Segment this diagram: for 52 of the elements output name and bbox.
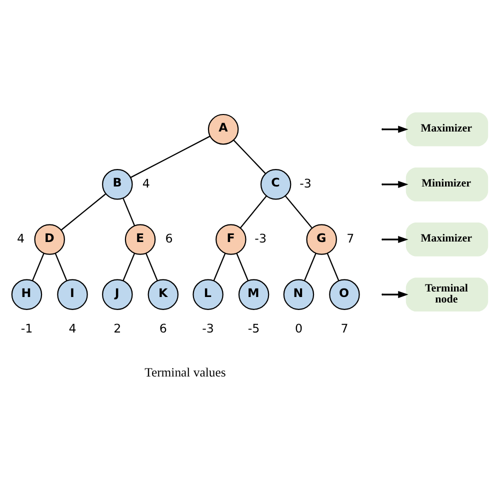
node-circle: K	[148, 279, 179, 310]
node-circle: E	[124, 224, 156, 255]
node-circle: M	[238, 279, 270, 310]
node-circle: A	[208, 114, 239, 145]
connector	[54, 253, 68, 282]
node-label: 2	[114, 321, 122, 336]
node-label: -3	[300, 176, 312, 191]
node-circle: C	[260, 169, 292, 200]
node-label: 4	[142, 176, 150, 191]
connector	[146, 253, 158, 282]
node-circle: L	[192, 279, 224, 310]
node-label: 4	[17, 232, 25, 246]
node-label: 7	[340, 321, 348, 336]
connector	[130, 136, 210, 178]
node-circle: N	[283, 279, 314, 310]
node-label: 7	[346, 232, 354, 246]
node-circle: J	[102, 279, 133, 310]
connector	[213, 253, 226, 282]
node-circle: H	[11, 279, 42, 310]
label: Terminal values	[144, 365, 226, 380]
connector	[240, 196, 267, 228]
node-label: 4	[68, 321, 76, 336]
connector	[32, 253, 44, 282]
arrow	[383, 126, 408, 133]
node-label: 0	[294, 321, 302, 336]
node-box: Maximizer	[406, 112, 488, 146]
connector	[122, 253, 136, 282]
connector	[236, 253, 249, 282]
connector	[304, 253, 316, 282]
connector	[122, 198, 136, 226]
connector	[233, 140, 266, 174]
node-circle: I	[57, 279, 88, 310]
node-label: -3	[254, 232, 267, 246]
node-circle: F	[216, 224, 246, 255]
node-label: 6	[159, 321, 167, 336]
node-box: Maximizer	[406, 222, 488, 256]
node-box: Terminal node	[406, 278, 488, 312]
node-label: -3	[202, 321, 214, 336]
connector	[284, 195, 312, 228]
node-circle: G	[306, 224, 337, 255]
node-circle: D	[34, 224, 65, 255]
node-circle: B	[102, 169, 133, 200]
node-label: -1	[20, 321, 33, 336]
node-label: -5	[248, 321, 260, 336]
node-label: 6	[165, 232, 173, 246]
node-box: Minimizer	[406, 167, 488, 202]
node-circle: O	[329, 279, 360, 310]
connector	[326, 253, 340, 282]
connector	[60, 194, 106, 230]
arrow	[383, 291, 408, 298]
arrow	[383, 236, 408, 244]
arrow	[383, 180, 408, 188]
